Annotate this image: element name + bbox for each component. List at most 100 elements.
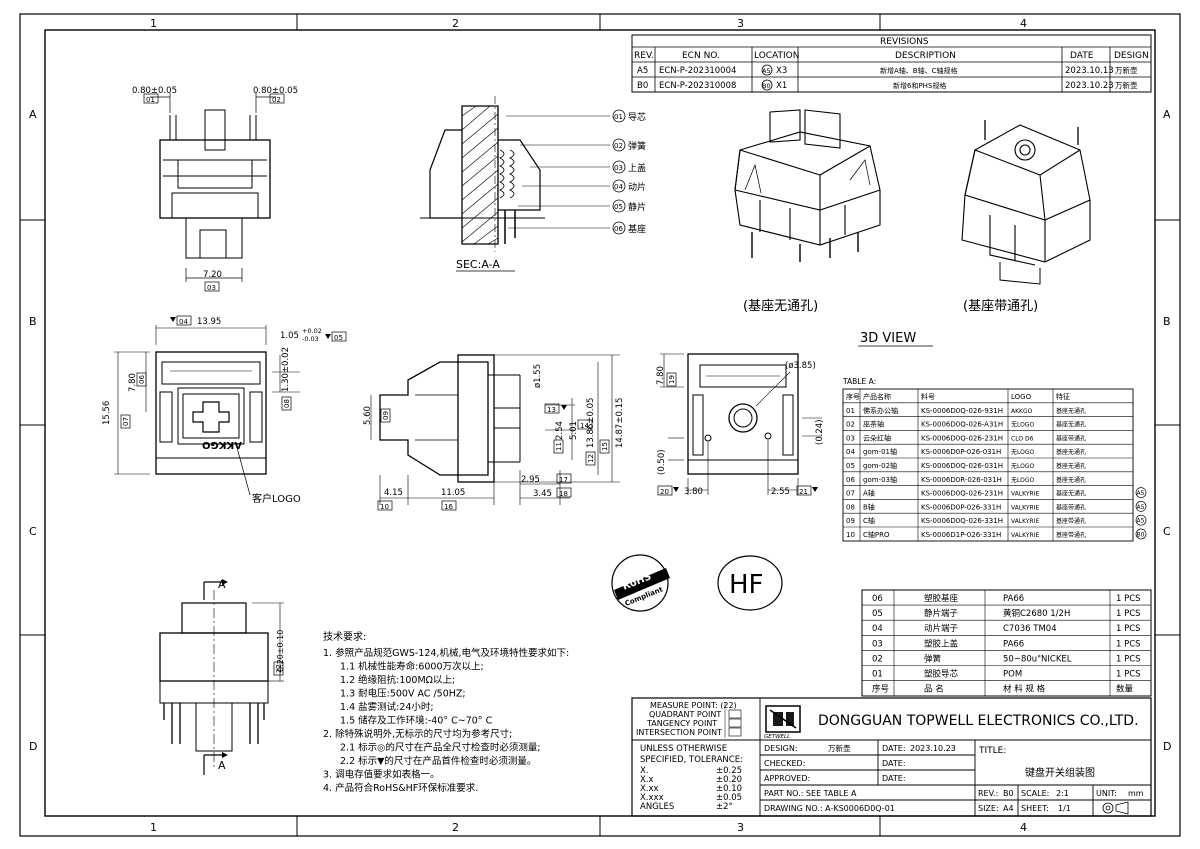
callout-5-no: 05 <box>614 203 623 211</box>
bottom-dim-right-tol-minus: -0.03 <box>302 335 319 343</box>
table-a-cell-pn: KS-0006D0Q-026-231H <box>921 434 1003 442</box>
table-a-cell-no: 02 <box>846 421 855 429</box>
bom-cell-mat: POM <box>1003 670 1022 680</box>
rev-row1-design: 万新壶 <box>1115 65 1138 75</box>
side-dim-415: 4.15 <box>384 488 403 498</box>
title-label: TITLE: <box>978 746 1006 756</box>
side-dim-295-tag: 17 <box>559 476 568 484</box>
table-a-cell-no: 03 <box>846 434 855 442</box>
bottom-dim-h1-tag: 06 <box>138 375 146 384</box>
side-dim-13-tag: 13 <box>547 406 556 414</box>
rev-row2-ecn: ECN-P-202310008 <box>659 81 736 91</box>
top-dim-right-tag: 02 <box>272 96 281 104</box>
title-block <box>631 697 1152 817</box>
table-a-cell-feat: 基座带通孔 <box>1056 434 1086 442</box>
base-dim-780-tag: 19 <box>668 375 676 384</box>
checked-date-label: DATE: <box>882 759 906 768</box>
side-dim-1487-tag: 15 <box>601 442 609 451</box>
side-dim-1105: 11.05 <box>441 488 465 498</box>
table-a-header: 序号 <box>846 392 860 401</box>
rev-row2-loc: X1 <box>776 81 787 91</box>
table-a-header: 特征 <box>1056 392 1070 401</box>
table-a-rev-mark-circle <box>1135 528 1147 540</box>
table-a-cell-no: 07 <box>846 490 855 498</box>
tolerance-value: ±2° <box>716 802 733 812</box>
bom-header: 品 名 <box>924 684 944 695</box>
row-label-a: A <box>29 108 37 121</box>
table-a-cell-no: 08 <box>846 503 855 511</box>
top-dim-width: 7.20 <box>203 270 222 280</box>
bom-cell-qty: 1 PCS <box>1116 624 1141 634</box>
scale-label: SCALE: <box>1021 789 1049 798</box>
callout-4-label: 动片 <box>628 181 646 193</box>
note-line: 1.2 绝缘阻抗:100MΩ以上; <box>340 674 455 686</box>
customer-logo-label: 客户LOGO <box>252 492 301 505</box>
side-view <box>370 354 620 505</box>
table-a-cell-no: 04 <box>846 448 855 456</box>
bom-cell-mat: 50~80u"NICKEL <box>1003 654 1072 664</box>
bom-cell-qty: 1 PCS <box>1116 654 1141 664</box>
sheet-value: 1/1 <box>1058 804 1071 813</box>
top-dim-right: 0.80±0.05 <box>253 86 298 96</box>
bom-header: 序号 <box>872 684 889 695</box>
table-a-cell-pn: KS-0006D0R-026-031H <box>921 476 1002 484</box>
side-dim-415-tag: 10 <box>380 503 389 511</box>
note-line: 1.3 耐电压:500V AC /50HZ; <box>340 688 466 700</box>
unit-value: mm <box>1128 789 1144 798</box>
company-logo-text: GETWELL <box>764 734 790 740</box>
side-dim-295: 2.95 <box>521 475 540 485</box>
checked-label: CHECKED: <box>764 759 805 768</box>
row-label-d: D <box>29 740 37 753</box>
table-a-cell-pn: KS-0006D0Q-026-931H <box>921 407 1003 415</box>
base-dim-024: (0.24) <box>815 419 825 445</box>
design-label: DESIGN: <box>764 744 798 753</box>
bom-cell-name: 塑胶导芯 <box>924 669 959 680</box>
tolerance-key: X.xx <box>640 784 659 794</box>
front-section-mark-bottom: A <box>218 759 226 772</box>
notes-title: 技术要求: <box>323 630 366 643</box>
base-dim-380: 3.80 <box>684 487 703 497</box>
col-label-3-bottom: 3 <box>737 821 744 834</box>
table-a-cell-no: 06 <box>846 476 855 484</box>
table-a-cell-name: gom-01轴 <box>863 447 897 456</box>
side-dim-155: ø1.55 <box>533 364 543 388</box>
side-dim-501: 5.01 <box>569 421 579 440</box>
callout-4-no: 04 <box>614 183 623 191</box>
front-dim-020: 0.20±0.10 <box>276 630 285 672</box>
table-a-rev-mark: A5 <box>1137 504 1145 511</box>
iso-view-right <box>961 120 1091 285</box>
table-a-cell-name: 云朵红轴 <box>863 433 891 442</box>
iso-left-caption: (基座无通孔) <box>743 299 818 314</box>
sheet-label: SHEET: <box>1021 804 1049 813</box>
iso-right-caption: (基座带通孔) <box>963 299 1038 314</box>
table-a-header: LOGO <box>1011 393 1032 401</box>
side-dim-254: 2.54 <box>555 421 565 440</box>
table-a-title: TABLE A: <box>842 377 876 386</box>
bom-cell-name: 塑胶基座 <box>924 593 959 604</box>
note-line: 2.1 标示◎的尺寸在产品全尺寸检查时必须测量; <box>340 742 541 754</box>
drawing-no: DRAWING NO.: A-KS0006D0Q-01 <box>764 804 895 813</box>
tolerance-unless: UNLESS OTHERWISE <box>640 744 727 754</box>
table-a-cell-name: gom-03轴 <box>863 475 897 484</box>
bottom-dim-width-tag: 04 <box>179 318 188 326</box>
table-a-cell-logo: AKKGO <box>1011 408 1033 415</box>
table-a-cell-pn: KS-0006D1P-026-331H <box>921 531 1001 539</box>
base-dim-385: (ø3.85) <box>785 361 816 371</box>
table-a-cell-pn: KS-0006D0Q-026-031H <box>921 462 1003 470</box>
callout-1-no: 01 <box>614 113 623 121</box>
size-label: SIZE: <box>978 804 999 813</box>
rev-header-rev: REV. <box>634 51 654 61</box>
callout-2-no: 02 <box>614 142 623 150</box>
bom-cell-no: 03 <box>872 639 883 649</box>
side-dim-345-tag: 18 <box>559 490 568 498</box>
measure-point: MEASURE POINT: (22) <box>650 701 737 710</box>
front-section-mark-top: A <box>218 578 226 591</box>
col-label-1-bottom: 1 <box>150 821 157 834</box>
tolerance-specified: SPECIFIED, TOLERANCE: <box>640 755 743 765</box>
table-a-cell-logo: VALKYRIE <box>1011 491 1039 498</box>
table-a-cell-logo: 无LOGO <box>1011 463 1035 470</box>
tolerance-value: ±0.10 <box>716 784 742 794</box>
base-dim-780: 7.80 <box>656 366 666 385</box>
